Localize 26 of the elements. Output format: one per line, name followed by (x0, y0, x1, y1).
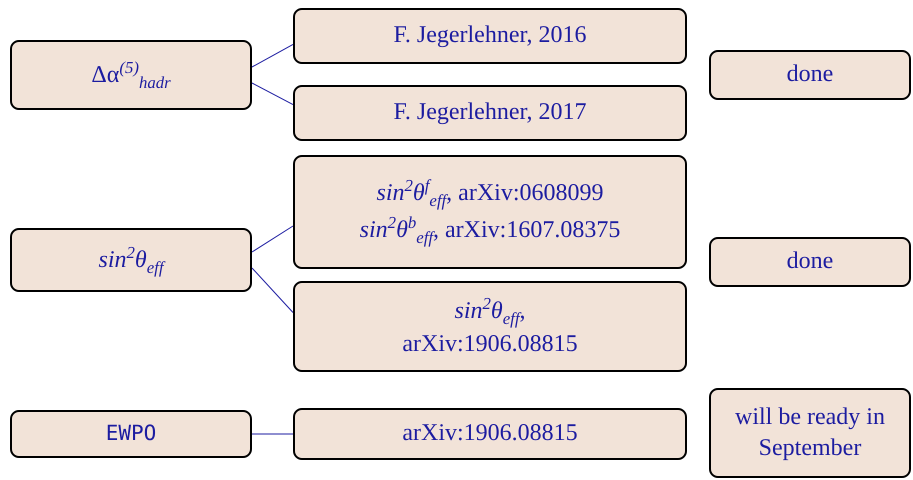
node-label: arXiv:1906.08815 (402, 419, 578, 448)
rounded-box (293, 8, 687, 64)
node-label: F. Jegerlehner, 2017 (393, 98, 587, 128)
rounded-box (10, 40, 252, 110)
connector-line (252, 268, 294, 313)
node-label: F. Jegerlehner, 2016 (393, 21, 587, 50)
rounded-box (10, 410, 252, 458)
node-label: sin$^{2}$θ$^{f}$$_{eff}$, arXiv:0608099 (376, 175, 604, 212)
node-label: done (786, 60, 834, 90)
rounded-box (709, 237, 911, 287)
rounded-box (293, 408, 687, 460)
rounded-box (10, 228, 252, 292)
rounded-box (293, 85, 687, 141)
connector-line (252, 44, 294, 68)
node-label: sin$^{2}$θ$^{b}$$_{eff}$, arXiv:1607.08375 (360, 212, 620, 249)
node-label: sin$^{2}$θ$_{eff}$ (98, 242, 164, 278)
connector-line (252, 82, 294, 106)
node-label: done (786, 247, 834, 276)
rounded-box (709, 50, 911, 100)
node-label: sin$^{2}$θ$_{eff}$, arXiv:1906.08815 (401, 292, 579, 360)
rounded-box (293, 155, 687, 269)
node-label: will be ready in September (734, 402, 886, 463)
code-label: EWPO (106, 420, 156, 448)
rounded-box (293, 281, 687, 372)
rounded-box (709, 388, 911, 478)
connector-line (252, 226, 294, 252)
